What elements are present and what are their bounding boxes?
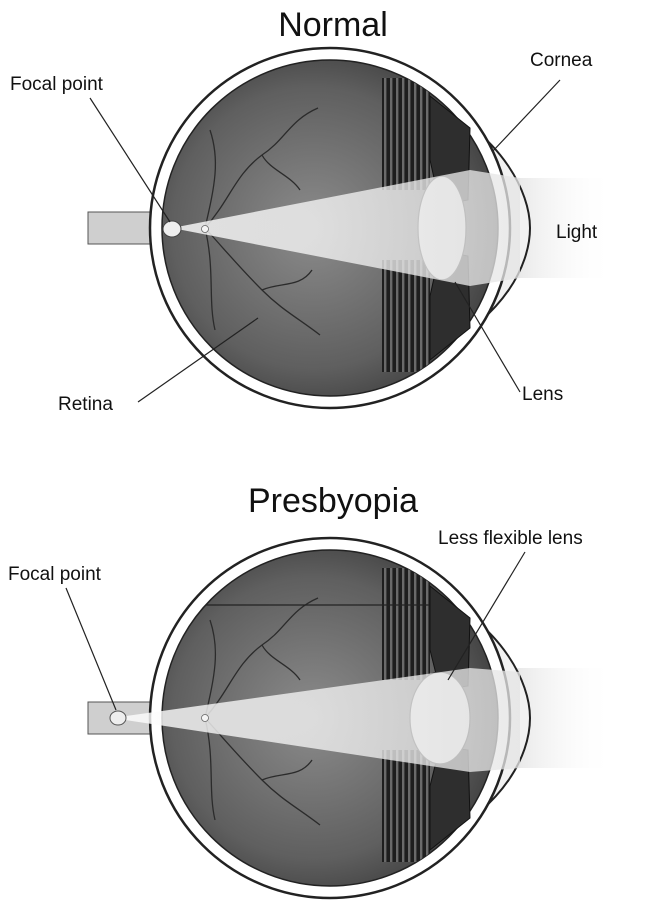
normal-eye: Normal Focal point Cornea Light Lens Ret… xyxy=(10,6,615,415)
normal-title: Normal xyxy=(278,6,388,44)
ciliary-body-lower xyxy=(382,750,430,862)
cornea-leader xyxy=(492,80,560,152)
focal-point-leader xyxy=(90,98,170,222)
focal-point-marker xyxy=(163,221,181,237)
focal-point-label: Focal point xyxy=(10,74,104,95)
cornea-label: Cornea xyxy=(530,50,593,71)
presbyopia-title: Presbyopia xyxy=(248,482,418,520)
focal-point-marker xyxy=(110,711,126,725)
retina-label: Retina xyxy=(58,394,113,415)
presbyopia-eye: Presbyopia Focal point Less flexible len… xyxy=(8,482,615,898)
less-flexible-lens-label: Less flexible lens xyxy=(438,528,583,549)
focal-point-leader xyxy=(66,588,116,710)
ciliary-body-upper xyxy=(382,78,430,190)
light-label: Light xyxy=(556,222,598,243)
focal-point-label: Focal point xyxy=(8,564,102,585)
lens-label: Lens xyxy=(522,384,563,405)
ciliary-body-upper xyxy=(382,568,430,680)
